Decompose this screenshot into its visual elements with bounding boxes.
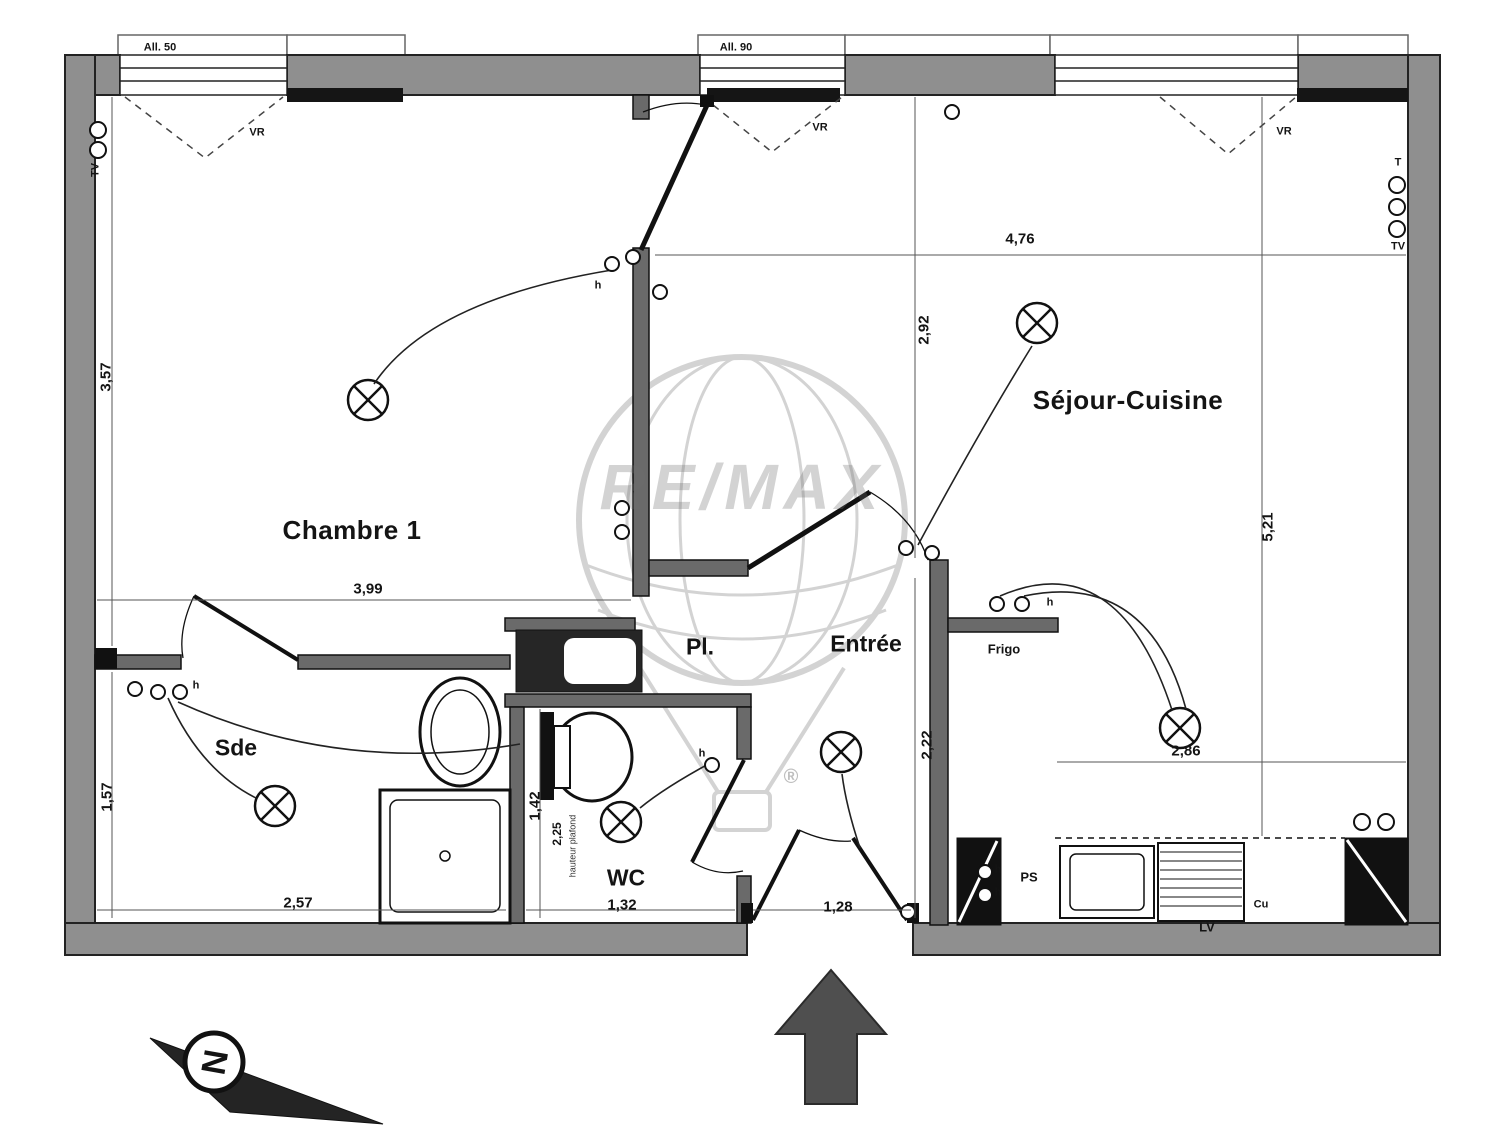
- switch-h-6: h: [994, 886, 1002, 899]
- tag-allege-90: All. 90: [719, 41, 753, 54]
- note-ceiling: hauteur plafond: [567, 814, 578, 878]
- dim-sde-width: 2,57: [283, 894, 313, 912]
- room-label-placard: Pl.: [685, 633, 715, 660]
- kitchen-units: [956, 837, 1409, 926]
- switch-h-1: h: [594, 279, 602, 292]
- tag-cu: Cu: [1253, 898, 1269, 911]
- room-label-entree: Entrée: [830, 630, 902, 657]
- wiring-arcs: [167, 269, 1187, 849]
- wc-toilet: [540, 711, 634, 803]
- room-label-chambre: Chambre 1: [282, 515, 422, 545]
- dim-chambre-height: 3,57: [97, 362, 115, 392]
- room-label-sejour: Séjour-Cuisine: [1032, 385, 1224, 415]
- dim-sejour-height: 5,21: [1259, 512, 1277, 542]
- tag-vr-2: VR: [812, 121, 828, 134]
- door-leaves: [181, 101, 929, 922]
- dim-entry-lower-height: 2,22: [918, 730, 936, 760]
- dim-wc-width: 1,32: [607, 896, 637, 914]
- switch-h-3: h: [698, 747, 706, 760]
- room-label-wc: WC: [606, 864, 646, 891]
- bathroom-fixtures: [378, 676, 512, 925]
- watermark-brand: RE/MAX: [599, 451, 885, 523]
- entrance-arrow-icon: [773, 968, 889, 1105]
- dim-sejour-lower-width: 2,86: [1171, 742, 1201, 760]
- room-label-sde: Sde: [214, 734, 258, 761]
- dim-entry-upper-height: 2,92: [915, 315, 933, 345]
- window-glazing: [119, 54, 1299, 96]
- dim-wc-height: 1,42: [526, 791, 544, 821]
- dimension-lines: [97, 97, 1406, 918]
- dim-top-right-width: 4,76: [1005, 230, 1035, 248]
- switch-h-5: h: [994, 863, 1002, 876]
- tag-vr-1: VR: [249, 126, 265, 139]
- dim-ceiling-height: 2,25: [550, 822, 564, 846]
- tag-allege-50: All. 50: [143, 41, 177, 54]
- dim-chambre-width: 3,99: [353, 580, 383, 598]
- outer-walls: [64, 54, 1441, 956]
- tag-frigo: Frigo: [987, 641, 1021, 657]
- tag-lv: LV: [1199, 919, 1215, 935]
- switch-h-2: h: [192, 679, 200, 692]
- ceiling-light-icons: [253, 301, 1202, 844]
- shutter-dashed-lines: [124, 96, 1297, 159]
- switch-socket-icons: [89, 104, 1406, 920]
- tag-t-right: T: [1394, 156, 1402, 169]
- placard-closet: [515, 629, 643, 693]
- watermark-registered: ®: [783, 766, 799, 788]
- dim-sde-height: 1,57: [98, 782, 116, 812]
- window-sills: [287, 88, 1408, 102]
- tag-tv-left: TV: [89, 162, 102, 178]
- tag-vr-3: VR: [1276, 125, 1292, 138]
- dim-entree-width: 1,28: [823, 898, 853, 916]
- tag-ps: PS: [1020, 869, 1038, 885]
- north-arrow-icon: [149, 1030, 384, 1125]
- tag-tv-right: TV: [1390, 240, 1406, 253]
- interior-walls: [94, 94, 1059, 926]
- switch-h-4: h: [1046, 596, 1054, 609]
